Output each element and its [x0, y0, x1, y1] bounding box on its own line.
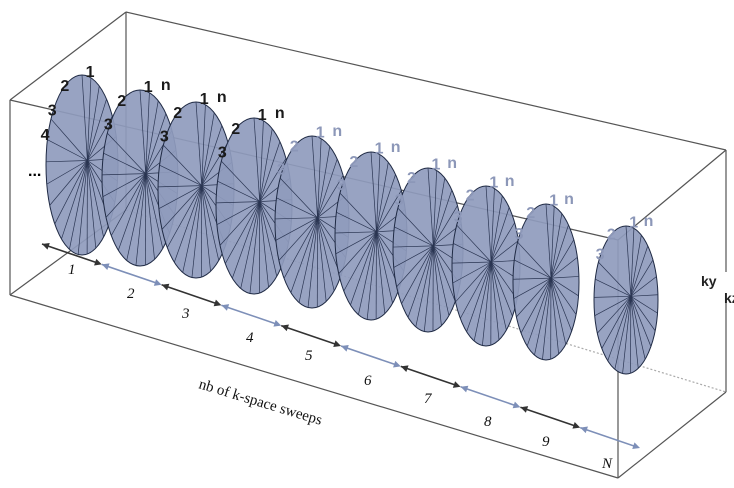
spoke-number: 2 — [173, 105, 182, 122]
spoke-number: 2 — [117, 93, 126, 110]
sweep-arrowhead — [453, 381, 461, 388]
spoke-number: 1 — [316, 125, 325, 142]
sweep-arrowtail — [520, 406, 528, 413]
sweep-label-7: 7 — [424, 391, 433, 407]
dim-label-ky: ky — [701, 273, 717, 289]
spoke-number: 1 — [489, 175, 498, 192]
sweep-arrowtail — [341, 345, 349, 352]
spoke-number: 3 — [337, 177, 346, 194]
sweep-arrow-6 — [341, 346, 398, 365]
spoke-number: 1 — [200, 91, 209, 108]
ellipsis-mark: ... — [28, 163, 41, 180]
sweep-arrowtail — [281, 325, 289, 332]
spoke-number: n — [505, 173, 515, 190]
sweep-label-9: 9 — [542, 434, 550, 450]
spoke-number: 2 — [466, 187, 475, 204]
spoke-number: 1 — [375, 141, 384, 158]
sweep-arrow-10 — [580, 428, 637, 447]
spoke-number: 1 — [144, 79, 153, 96]
spoke-number: 3 — [104, 117, 113, 134]
spoke-number: 1 — [258, 107, 267, 124]
sweep-arrowhead — [273, 320, 281, 327]
sweep-arrowhead — [393, 361, 401, 368]
sweep-arrowtail — [42, 243, 50, 250]
dim-labels: ky kz — [700, 272, 734, 306]
spoke-number: n — [644, 213, 654, 230]
sweep-arrow-4 — [221, 305, 278, 324]
sweep-arrowtail — [162, 284, 170, 291]
spoke-number: n — [217, 89, 227, 106]
spoke-number: 2 — [231, 121, 240, 138]
spoke-number: 1 — [549, 193, 558, 210]
sweep-label-8: 8 — [484, 414, 492, 430]
spoke-number: n — [391, 139, 401, 156]
spoke-number: n — [332, 123, 342, 140]
sweep-arrowtail — [580, 427, 588, 434]
spoke-number: 3 — [454, 209, 463, 226]
sweep-arrow-5 — [281, 326, 338, 345]
spoke-number: 4 — [41, 127, 50, 144]
spoke-number: 3 — [515, 226, 524, 243]
sweep-arrowhead — [214, 300, 222, 307]
sweep-label-1: 1 — [68, 262, 76, 278]
spoke-number: 2 — [526, 205, 535, 222]
sweep-arrow-2 — [102, 264, 159, 283]
sweep-arrow-8 — [461, 387, 518, 406]
spoke-number: 2 — [290, 138, 299, 155]
spoke-number: n — [447, 155, 457, 172]
sweep-arrowtail — [102, 263, 110, 270]
sweep-arrow-7 — [401, 366, 458, 385]
sweep-label-2: 2 — [127, 286, 135, 302]
spoke-number: 1 — [432, 157, 441, 174]
sweep-label-5: 5 — [305, 348, 313, 364]
sweep-arrowhead — [572, 422, 580, 429]
sweep-fan-9: 123 n — [513, 191, 579, 360]
spoke-number: 2 — [349, 154, 358, 171]
spoke-number: 3 — [160, 129, 169, 146]
sweep-fan-8: 123 n — [452, 173, 520, 346]
sweep-label-6: 6 — [364, 373, 372, 389]
sweep-arrowtail — [401, 365, 409, 372]
spoke-number: 3 — [48, 103, 57, 120]
sweep-arrowhead — [154, 279, 162, 286]
sweep-arrow-9 — [520, 407, 577, 426]
spoke-number: n — [564, 191, 574, 208]
spoke-number: 2 — [60, 78, 69, 95]
spoke-number: 3 — [277, 162, 286, 179]
spoke-number: n — [161, 77, 171, 94]
box-edge-bottom-right — [618, 392, 726, 478]
spoke-number: n — [275, 105, 285, 122]
sweep-arrowhead — [632, 442, 640, 449]
sweep-arrowtail — [221, 304, 229, 311]
dim-label-kz: kz — [724, 290, 734, 306]
sweep-arrowhead — [513, 402, 521, 409]
spoke-number: 1 — [629, 214, 638, 231]
spoke-number: 2 — [407, 170, 416, 187]
sweep-label-4: 4 — [246, 330, 254, 346]
sweep-arrow-3 — [162, 285, 219, 304]
sweep-arrowtail — [461, 386, 469, 393]
sweep-label-3: 3 — [181, 306, 190, 322]
spoke-number: 3 — [596, 246, 605, 263]
spoke-number: 3 — [218, 145, 227, 162]
sweep-label-10: N — [601, 456, 613, 472]
spoke-number: 2 — [607, 226, 616, 243]
spoke-number: 1 — [86, 64, 95, 81]
spoke-number: 3 — [395, 192, 404, 209]
sweep-arrowhead — [333, 340, 341, 347]
sweep-arrowhead — [94, 259, 102, 266]
